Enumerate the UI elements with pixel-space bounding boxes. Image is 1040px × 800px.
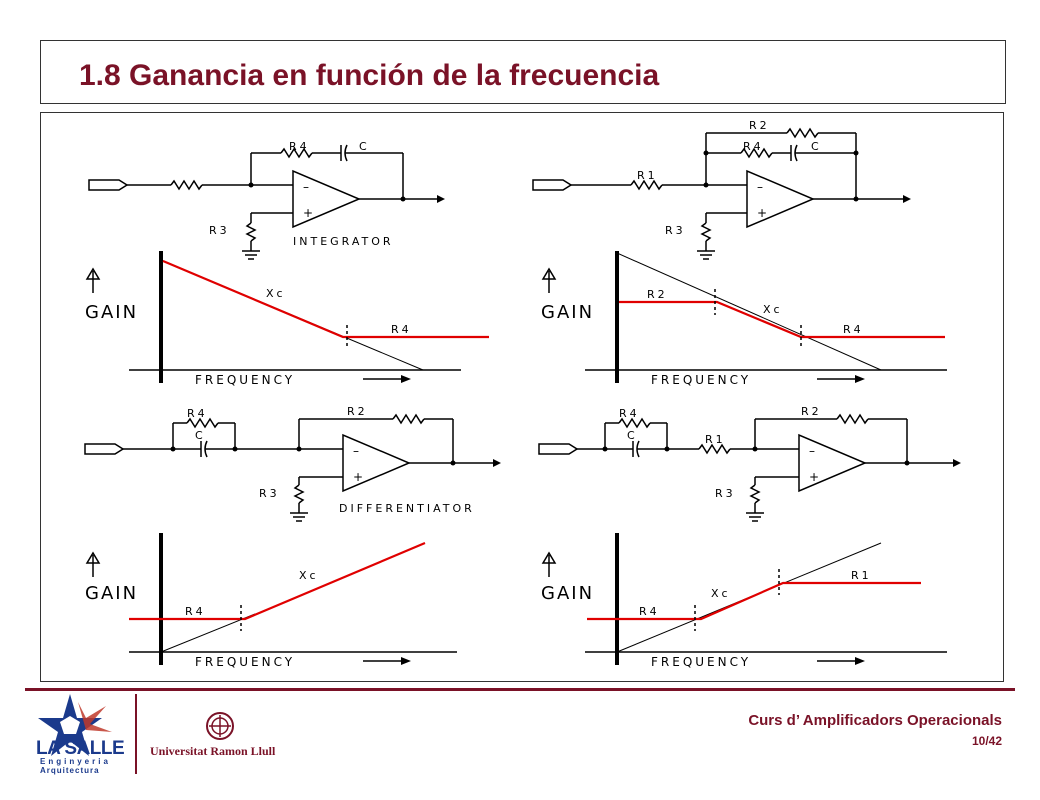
course-title: Curs d’ Amplificadors Operacionals (748, 712, 1002, 729)
label-r4: R4 (743, 140, 764, 153)
footer-separator (135, 694, 137, 774)
figure-panel: – + R4 C R3 INTEGRATOR – + (40, 112, 1004, 682)
label-c: C (359, 140, 370, 153)
label-r3: R3 (259, 487, 280, 500)
opamp-plus: + (809, 470, 819, 484)
opamp-minus: – (757, 180, 763, 194)
label-r3: R3 (665, 224, 686, 237)
label-differentiator: DIFFERENTIATOR (339, 502, 475, 515)
label-integrator: INTEGRATOR (293, 235, 394, 248)
frequency-label: FREQUENCY (651, 373, 751, 387)
opamp-minus: – (809, 444, 815, 458)
lasalle-subtitle-1: Enginyeria (40, 757, 111, 766)
footer-rule (25, 688, 1015, 691)
label-c: C (195, 429, 206, 442)
page-number: 10/42 (971, 734, 1002, 748)
circuit-differentiator: – + R4 C R2 R3 DIFFERENTIATOR (84, 405, 501, 522)
gain-label: GAIN (541, 302, 594, 323)
label-r4: R4 (619, 407, 640, 420)
circuit-highpass: – + R4 C R1 R2 R3 (538, 405, 961, 522)
label-r4: R4 (843, 323, 864, 336)
label-r4: R4 (639, 605, 660, 618)
label-r4: R4 (187, 407, 208, 420)
opamp-plus: + (757, 206, 767, 220)
lasalle-logo (38, 694, 112, 756)
label-c: C (811, 140, 822, 153)
label-r2: R2 (647, 288, 668, 301)
frequency-label: FREQUENCY (195, 655, 295, 669)
label-c: C (627, 429, 638, 442)
label-r1: R1 (637, 169, 658, 182)
gain-label: GAIN (85, 302, 138, 323)
label-r3: R3 (209, 224, 230, 237)
label-r3: R3 (715, 487, 736, 500)
label-r2: R2 (801, 405, 822, 418)
label-xc: Xc (266, 287, 286, 300)
label-r1: R1 (705, 433, 726, 446)
label-r1: R1 (851, 569, 872, 582)
url-logo (206, 712, 234, 740)
label-r4: R4 (185, 605, 206, 618)
opamp-plus: + (353, 470, 363, 484)
opamp-minus: – (303, 180, 309, 194)
graph-integrator: GAIN Xc R4 FREQUENCY (85, 251, 489, 387)
circuit-lowpass: – + R1 R2 R4 C R3 (532, 119, 911, 260)
label-xc: Xc (711, 587, 731, 600)
lasalle-name: LA SALLE (36, 738, 125, 759)
title-box: 1.8 Ganancia en función de la frecuencia (40, 40, 1006, 104)
label-r4: R4 (391, 323, 412, 336)
gain-label: GAIN (85, 583, 138, 604)
url-name: Universitat Ramon Llull (150, 744, 276, 758)
graph-lowpass: GAIN R2 Xc R4 FREQUENCY (541, 251, 947, 387)
lasalle-subtitle-2: Arquitectura (40, 766, 100, 775)
label-r4: R4 (289, 140, 310, 153)
label-r2: R2 (749, 119, 770, 132)
frequency-label: FREQUENCY (195, 373, 295, 387)
graph-differentiator: GAIN Xc R4 FREQUENCY (85, 533, 457, 669)
opamp-minus: – (353, 444, 359, 458)
frequency-label: FREQUENCY (651, 655, 751, 669)
graph-bandpass: GAIN R4 Xc R1 FREQUENCY (541, 533, 947, 669)
circuit-diagram: – + R4 C R3 INTEGRATOR – + (84, 119, 961, 669)
gain-label: GAIN (541, 583, 594, 604)
slide-title: 1.8 Ganancia en función de la frecuencia (79, 59, 660, 92)
circuit-integrator: – + R4 C R3 INTEGRATOR (88, 140, 445, 260)
label-xc: Xc (763, 303, 783, 316)
label-r2: R2 (347, 405, 368, 418)
label-xc: Xc (299, 569, 319, 582)
opamp-plus: + (303, 206, 313, 220)
